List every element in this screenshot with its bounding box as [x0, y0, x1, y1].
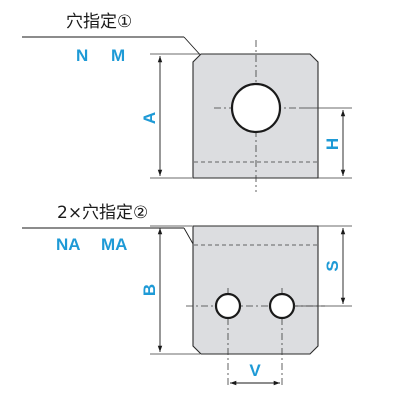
- top-callout-label: 穴指定①: [66, 12, 132, 32]
- bottom-dim-b-label: B: [140, 284, 159, 296]
- bottom-code-ma: MA: [101, 235, 127, 254]
- bottom-part-view: 2×穴指定② NA MA B S V: [22, 203, 352, 388]
- top-code-n: N: [76, 46, 88, 65]
- top-dim-h-label: H: [323, 138, 342, 150]
- top-hole: [230, 82, 282, 134]
- bottom-left-hole: [214, 292, 242, 320]
- bottom-callout-label: 2×穴指定②: [57, 203, 148, 223]
- bottom-right-hole: [268, 292, 296, 320]
- top-dim-a-label: A: [140, 112, 159, 124]
- bottom-code-na: NA: [56, 235, 81, 254]
- bottom-dim-v-label: V: [249, 361, 261, 380]
- top-part-view: 穴指定① N M A H: [22, 12, 352, 192]
- top-code-m: M: [111, 46, 125, 65]
- bottom-dim-s-label: S: [323, 260, 342, 271]
